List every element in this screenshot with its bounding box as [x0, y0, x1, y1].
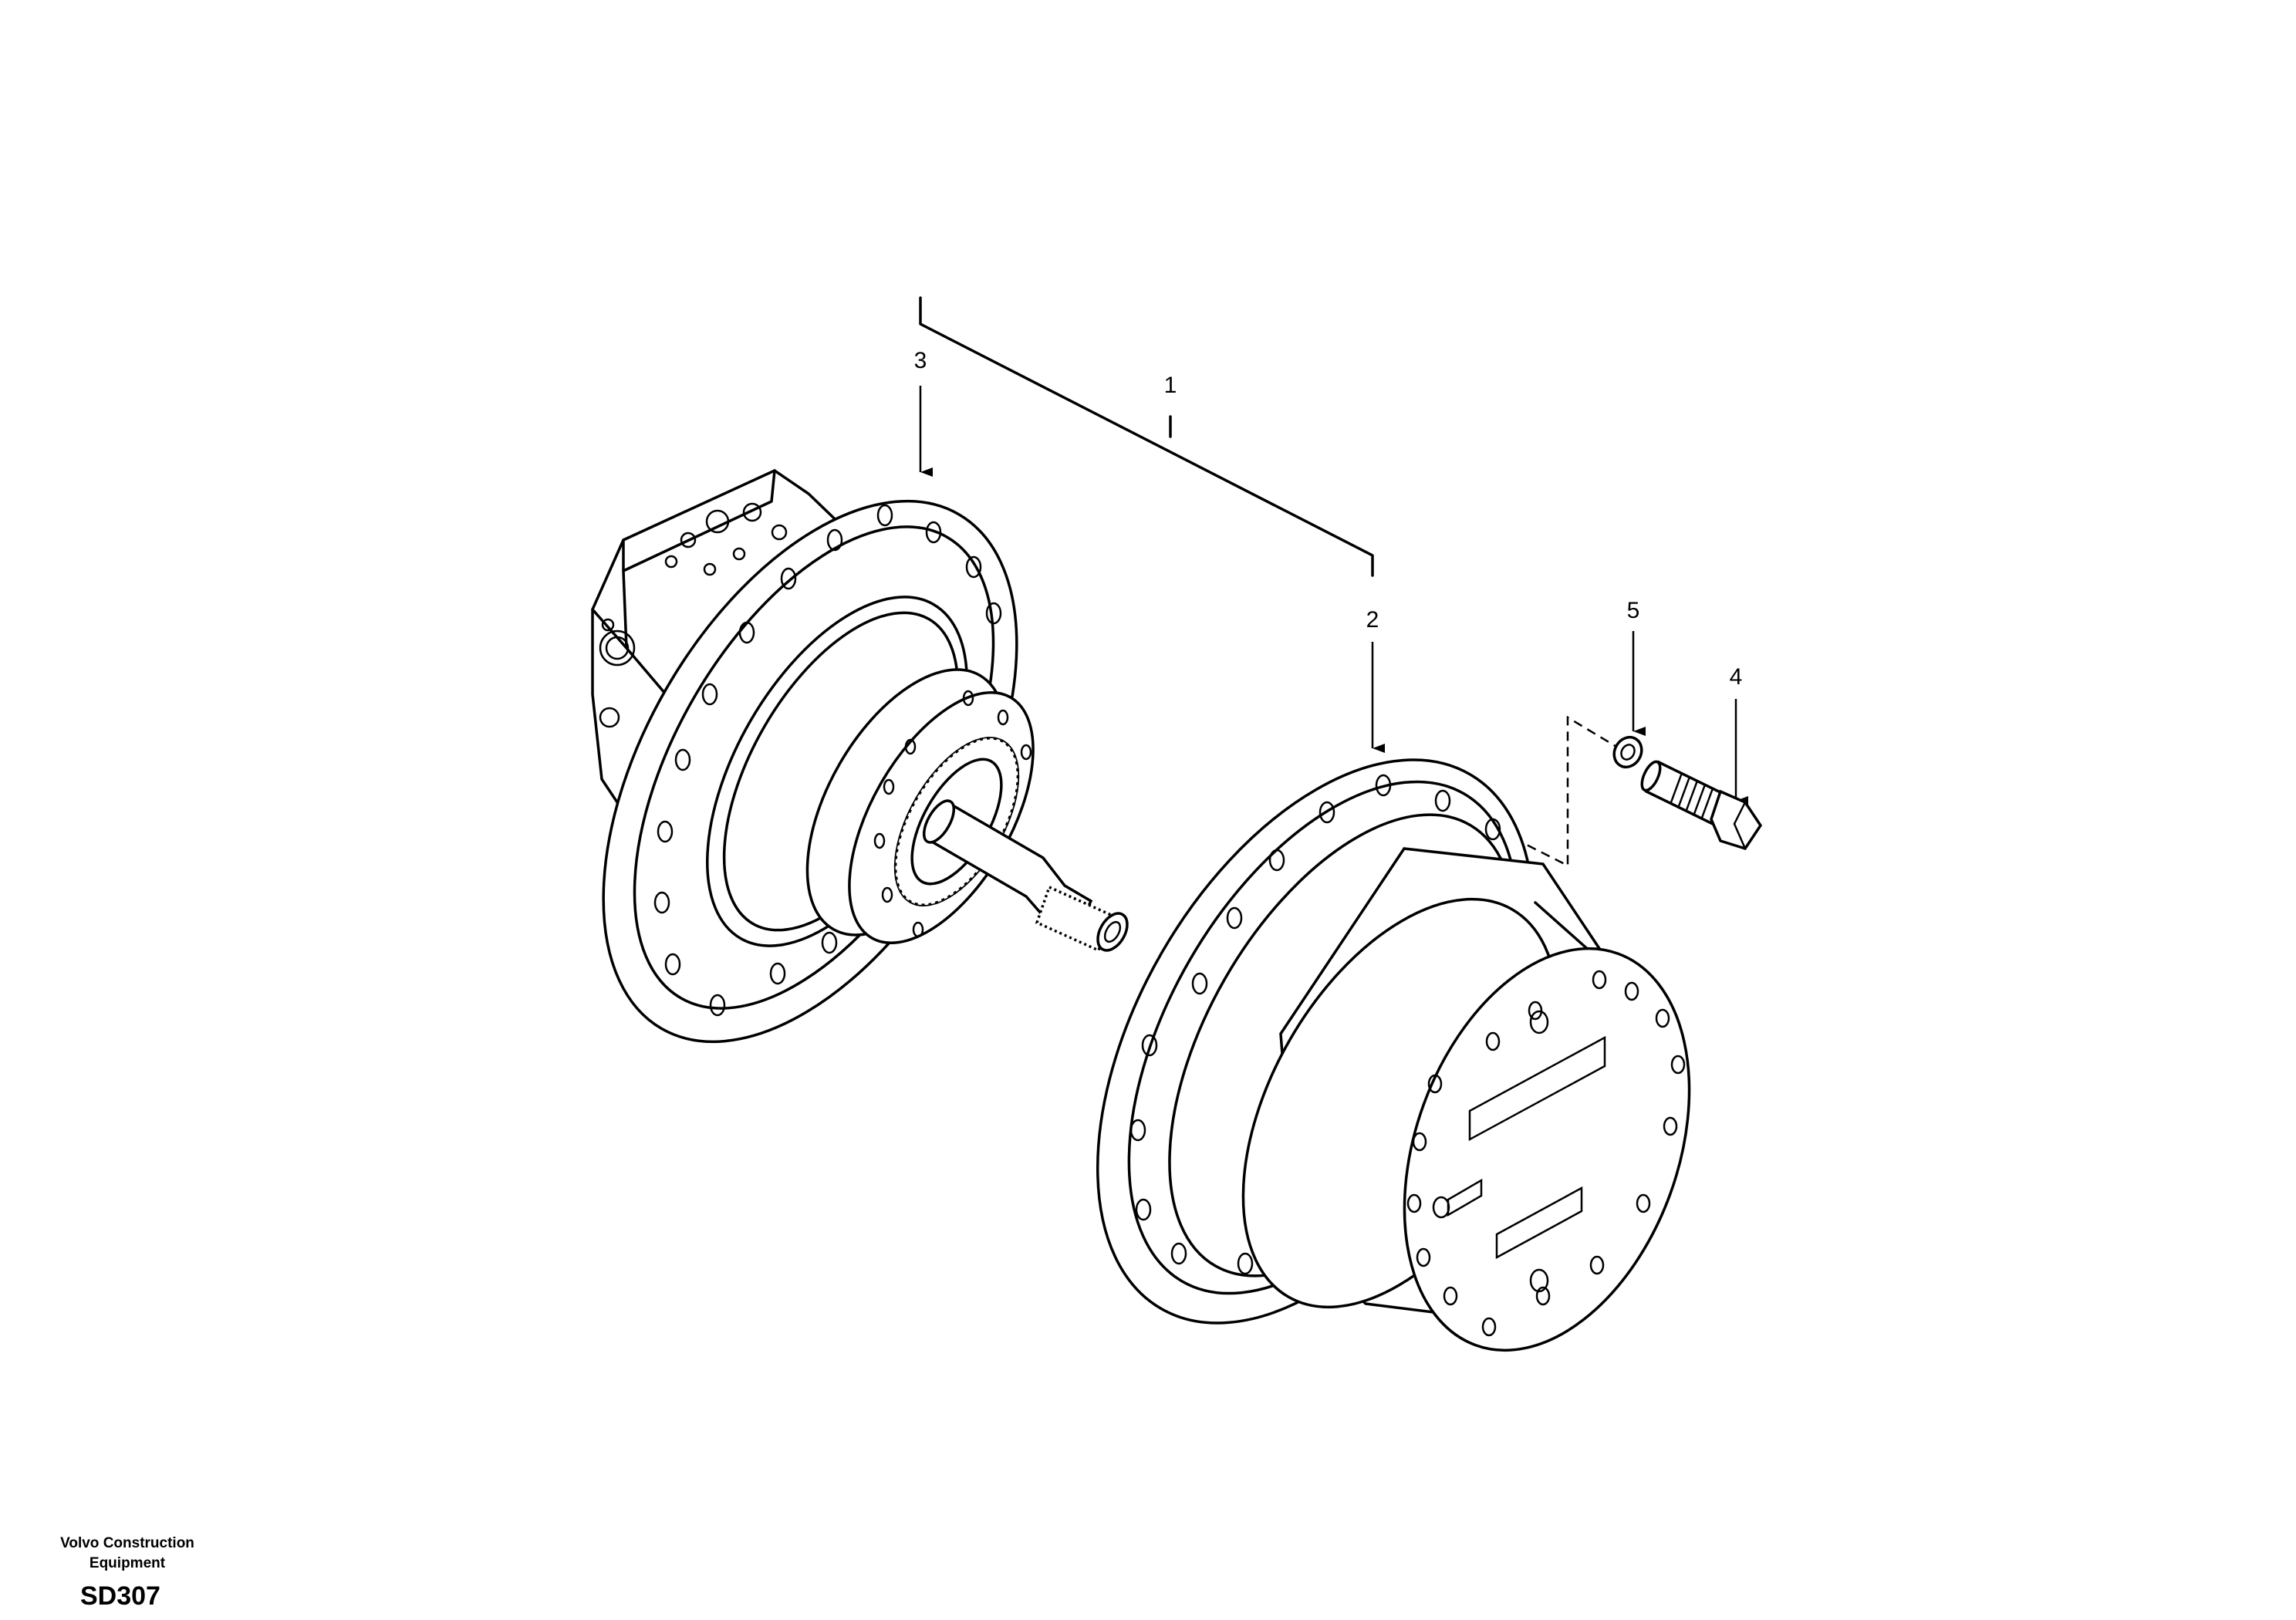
- bolt: [1640, 760, 1763, 851]
- output-shaft: [922, 799, 1129, 953]
- cover-bolt-holes: [1406, 970, 1686, 1337]
- callout-leaders: [919, 296, 1748, 868]
- company-name-line2: Equipment: [89, 1555, 166, 1571]
- travel-motor-assembly: [591, 468, 1129, 1044]
- drawing-code: SD307: [80, 1581, 160, 1611]
- callout-4: 4: [1729, 664, 1743, 690]
- final-drive-housing: [1096, 758, 1691, 1352]
- port-holes: [599, 502, 788, 728]
- end-cover: [1403, 947, 1691, 1352]
- flange-bolt-holes: [653, 504, 1002, 1017]
- callout-1: 1: [1163, 373, 1177, 398]
- housing-bolt-holes: [1129, 774, 1501, 1275]
- washer: [1612, 735, 1643, 769]
- callout-2: 2: [1366, 607, 1379, 633]
- nameplate: [1447, 1035, 1606, 1260]
- company-name-line1: Volvo Construction: [60, 1535, 194, 1551]
- carrier-bolt-holes: [873, 690, 1032, 938]
- company-name: Volvo Construction Equipment: [15, 1534, 239, 1574]
- callout-3: 3: [913, 348, 927, 373]
- callout-5: 5: [1626, 598, 1640, 623]
